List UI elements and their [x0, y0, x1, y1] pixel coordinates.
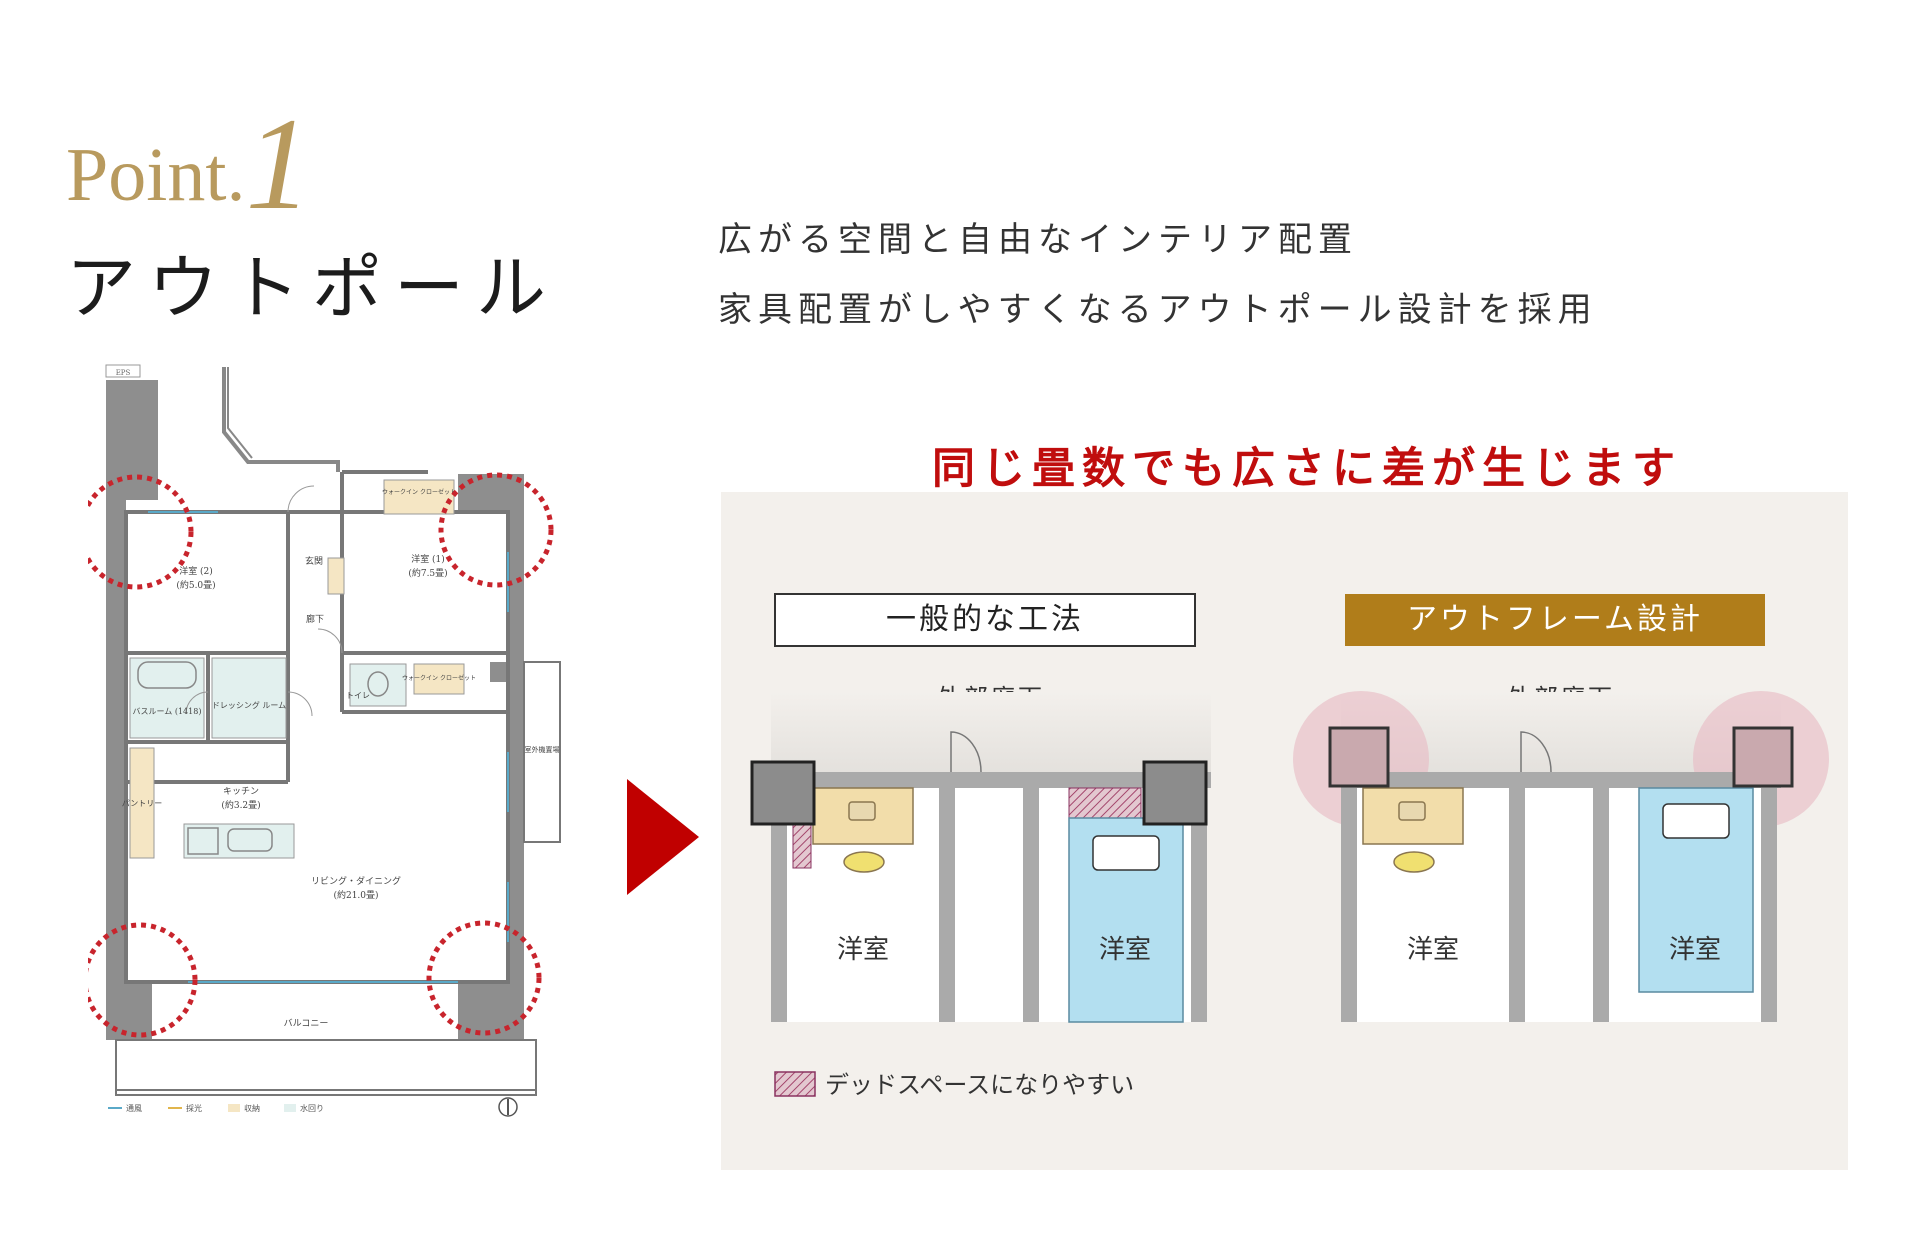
room-western2-size: (約5.0畳) [176, 579, 215, 591]
room-western1-size: (約7.5畳) [408, 567, 447, 579]
eps-label: EPS [116, 369, 131, 377]
lead-line-2: 家具配置がしやすくなるアウトポール設計を採用 [718, 290, 1598, 330]
room-label-outframe-2: 洋室 [1669, 935, 1721, 965]
room-label-outframe-1: 洋室 [1407, 935, 1459, 965]
comparison-panel: 一般的な工法 外部廊下 [721, 492, 1848, 1170]
room-balcony: バルコニー [284, 1018, 329, 1029]
room-bath: バスルーム (1418) [133, 707, 202, 716]
point-number: 1 [245, 90, 312, 237]
room-living-name: リビング・ダイニング [311, 875, 401, 887]
outframe-room-diagram [1293, 691, 1829, 1022]
room-label-conventional-2: 洋室 [1099, 935, 1151, 965]
dead-space-note: デッドスペースになりやすい [825, 1071, 1134, 1099]
room-western2-name: 洋室 (2) [179, 565, 213, 577]
outframe-label-box [1345, 594, 1765, 646]
outpole-marker-top-left [88, 474, 194, 590]
conventional-label: 一般的な工法 [886, 602, 1084, 637]
dead-space-swatch [774, 1071, 816, 1097]
north-icon [498, 1097, 518, 1117]
arrow-right-icon [627, 779, 699, 895]
outpole-marker-bottom-left [88, 922, 198, 1038]
room-walkin-1: ウォークイン クローゼット [382, 488, 456, 496]
room-outdoor-unit: 室外機置場 [525, 745, 560, 754]
room-dressing: ドレッシング ルーム [212, 700, 286, 710]
room-western1-name: 洋室 (1) [411, 553, 445, 565]
point-label: Point.1 [66, 90, 312, 230]
legend-ventilation: 通風 [126, 1103, 142, 1113]
legend-light: 採光 [186, 1103, 202, 1113]
room-living-size: (約21.0畳) [333, 889, 378, 901]
room-pantry: パントリー [122, 799, 162, 808]
room-label-conventional-1: 洋室 [837, 935, 889, 965]
legend-storage: 収納 [244, 1103, 260, 1113]
comparison-headline: 同じ畳数でも広さに差が生じます [932, 444, 1682, 494]
room-kitchen-name: キッチン [223, 786, 259, 797]
outpole-marker-bottom-right [426, 920, 542, 1036]
outframe-label: アウトフレーム設計 [1407, 602, 1703, 637]
room-walkin-2: ウォークイン クローゼット [402, 674, 476, 682]
outpole-marker-top-right [438, 472, 554, 588]
page-title: アウトポール [66, 247, 558, 329]
conventional-label-box [774, 593, 1196, 647]
room-hall: 廊下 [306, 613, 324, 625]
legend-water: 水回り [300, 1103, 324, 1113]
point-word: Point. [66, 133, 246, 217]
room-kitchen-size: (約3.2畳) [221, 799, 260, 811]
lead-line-1: 広がる空間と自由なインテリア配置 [718, 220, 1358, 260]
room-toilet: トイレ [346, 691, 370, 700]
floor-plan: EPS [88, 364, 561, 1117]
conventional-room-diagram [750, 731, 1211, 1023]
room-entrance: 玄関 [305, 555, 323, 567]
